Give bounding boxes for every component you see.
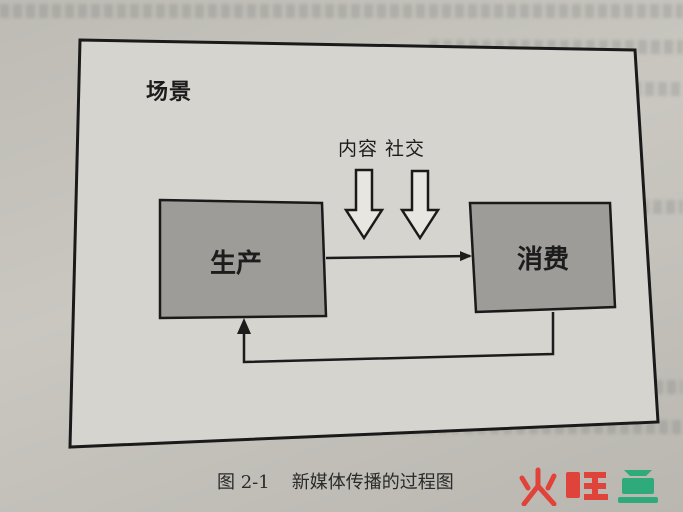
- social-down-arrow: [399, 169, 441, 241]
- produce-label: 生产: [210, 249, 263, 279]
- watermark-logo: [519, 467, 658, 506]
- figure-caption: 图 2-1 新媒体传播的过程图: [217, 468, 454, 494]
- scene-label: 场景: [146, 80, 193, 105]
- consume-label: 消费: [517, 245, 570, 275]
- produce-box: [158, 198, 328, 320]
- watermark-carp-glyph: [566, 472, 608, 500]
- background-text-line: [640, 200, 683, 214]
- consume-box: [468, 201, 617, 314]
- feedback-arrowhead: [237, 318, 251, 334]
- background-text-line: [0, 4, 683, 18]
- feedback-line: [242, 312, 555, 364]
- forward-arrow: [325, 251, 472, 262]
- watermark-fish-glyph: [618, 470, 658, 503]
- content-social-label: 内容 社交: [338, 138, 426, 160]
- content-down-arrow: [343, 168, 385, 241]
- figure-title: 新媒体传播的过程图: [291, 472, 454, 493]
- figure-number: 图 2-1: [217, 472, 270, 493]
- watermark-fire-glyph: [519, 467, 557, 506]
- scene-frame: [68, 38, 660, 449]
